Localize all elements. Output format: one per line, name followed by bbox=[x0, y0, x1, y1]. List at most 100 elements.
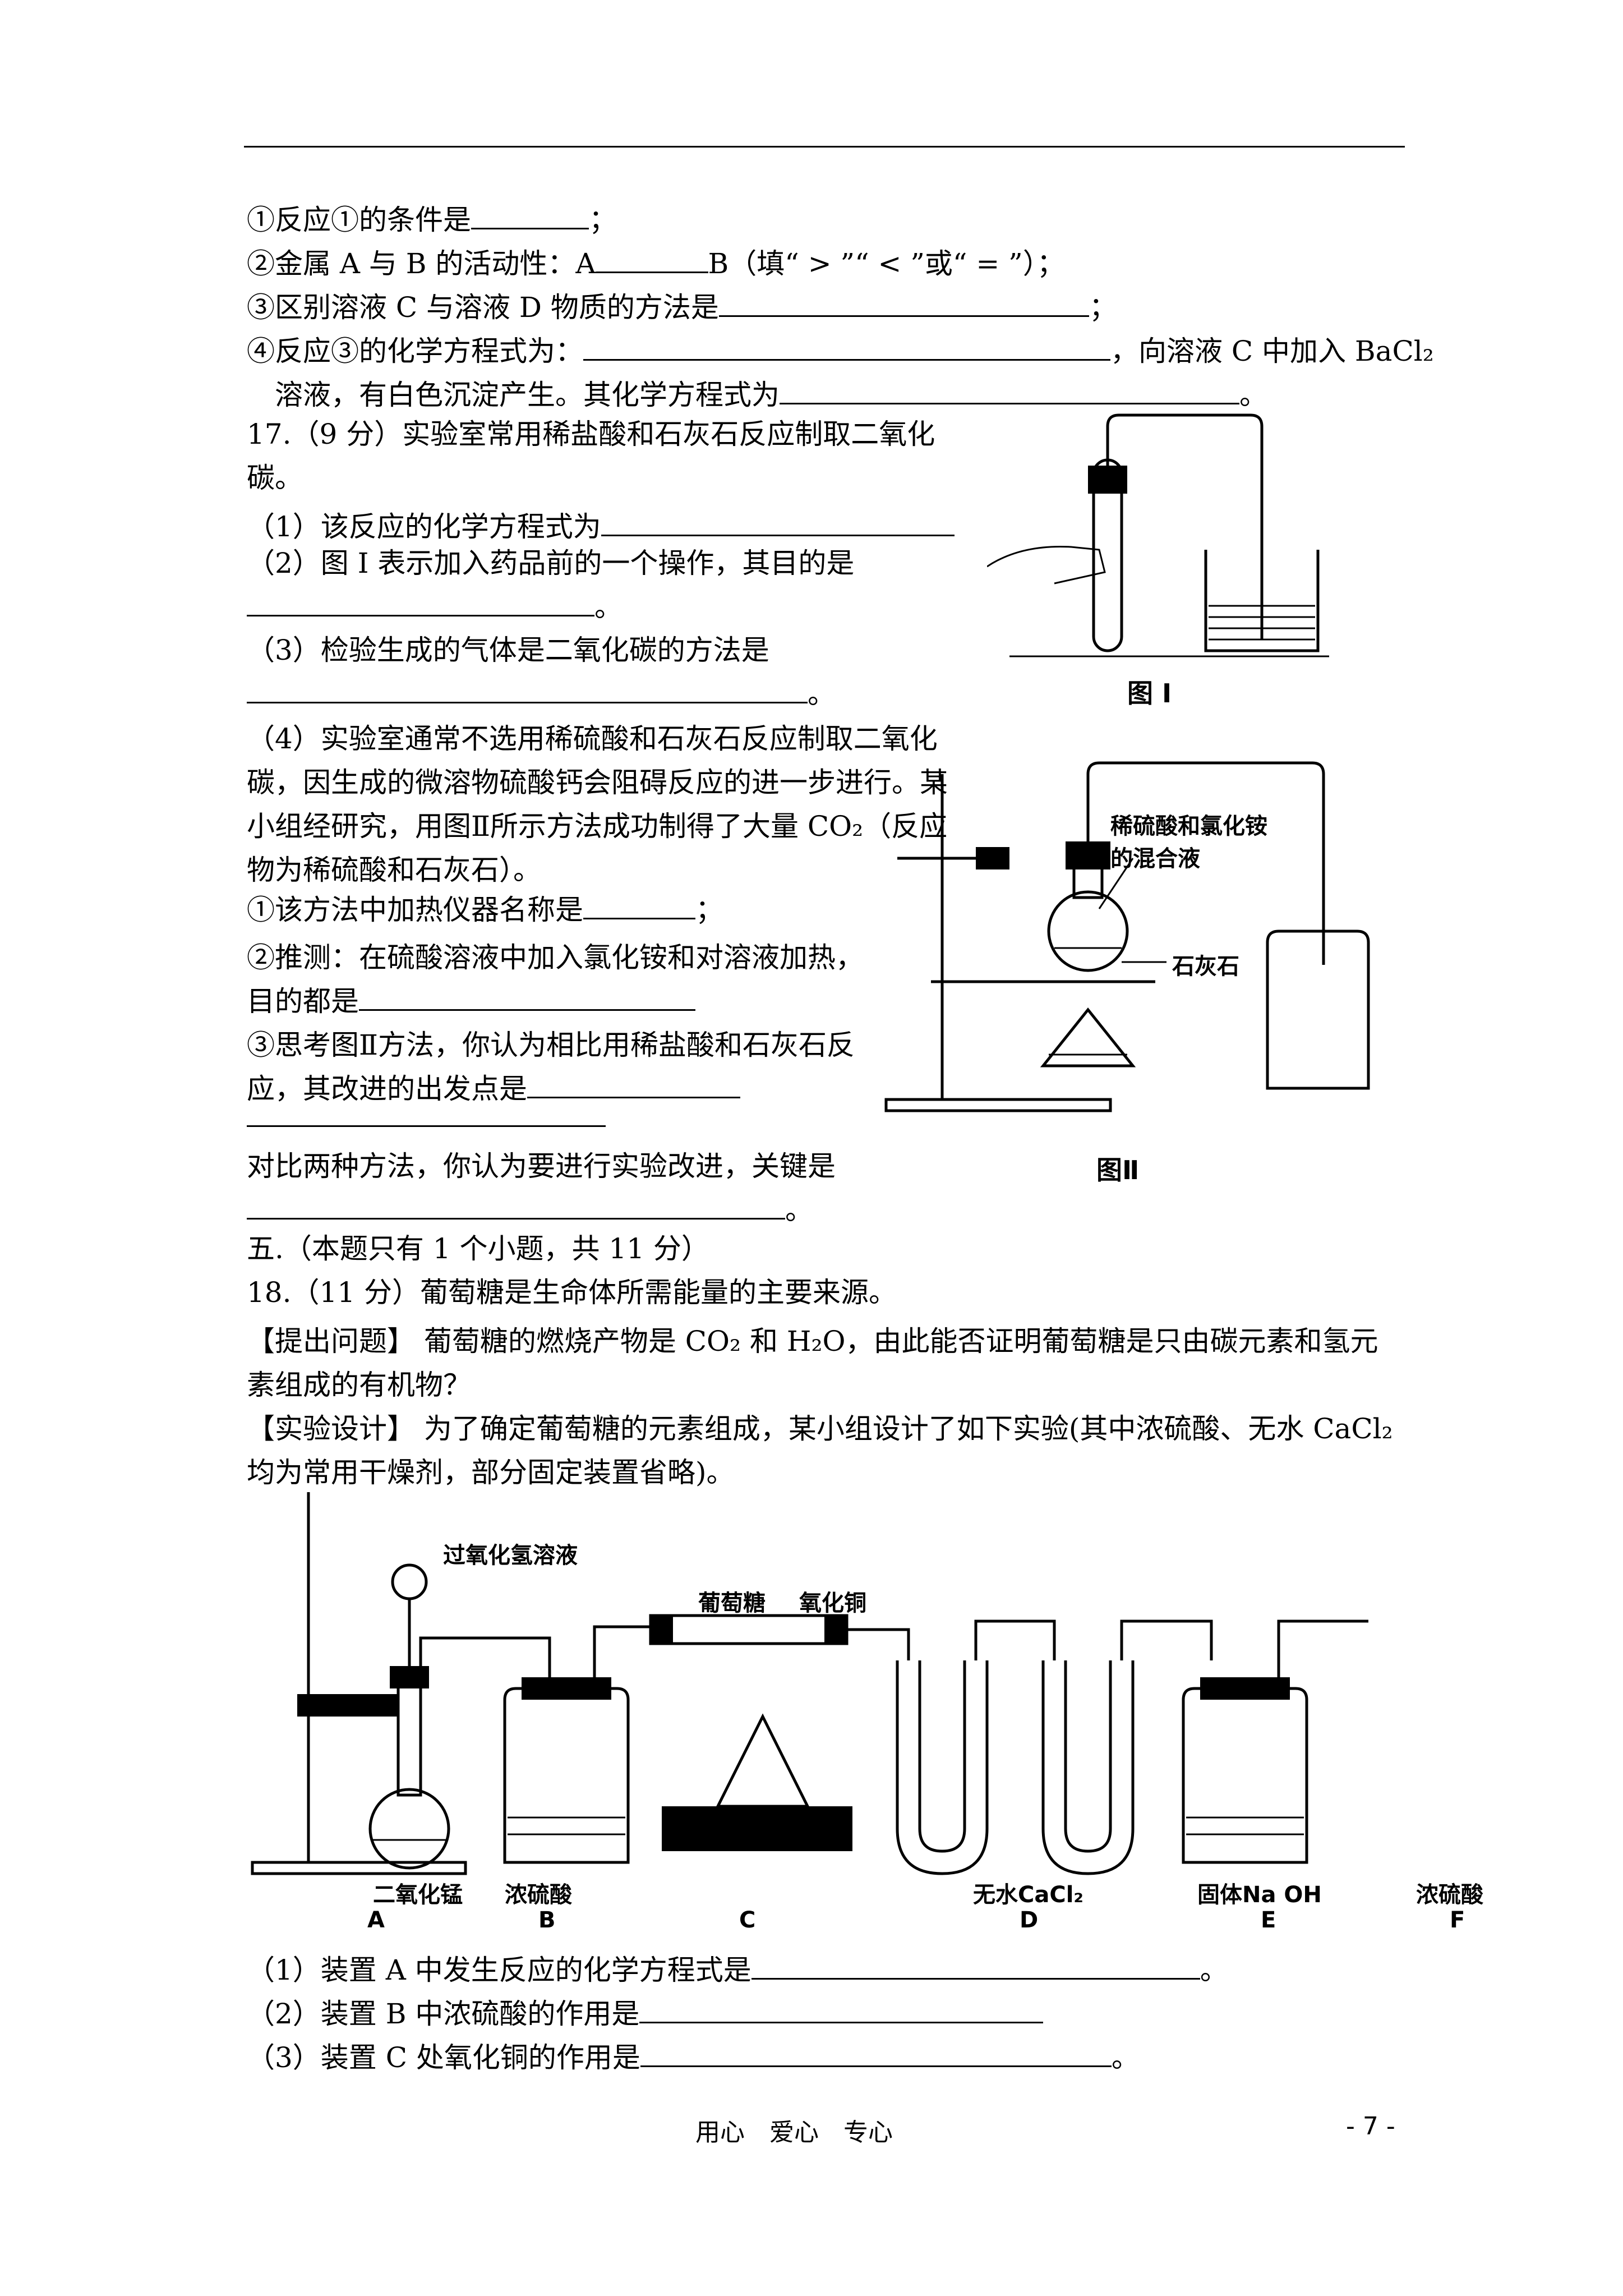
figure-2-mix-label: 稀硫酸和氯化铵的混合液 bbox=[1110, 813, 1267, 872]
letter-a: A bbox=[367, 1907, 385, 1933]
a-flask bbox=[368, 1788, 450, 1870]
alcohol-lamp bbox=[1040, 1007, 1136, 1068]
q16-text: ①反应①的条件是 bbox=[247, 204, 471, 236]
e-u-tube bbox=[1041, 1660, 1135, 1875]
round-bottom-flask bbox=[1047, 890, 1129, 972]
q17-sub1: ①该方法中加热仪器名称是； bbox=[247, 892, 723, 927]
letter-c: C bbox=[739, 1907, 756, 1933]
q17-sub3: ③思考图Ⅱ方法，你认为相比用稀盐酸和石灰石反应，其改进的出发点是 bbox=[247, 1029, 855, 1105]
answer-blank[interactable] bbox=[359, 983, 695, 1011]
figure-2-apparatus bbox=[884, 761, 1370, 1112]
c-left-plug bbox=[651, 1616, 673, 1644]
a-stand-base bbox=[251, 1861, 467, 1875]
d-u-tube bbox=[896, 1660, 989, 1875]
c-block bbox=[662, 1806, 852, 1851]
f-outlet-tube bbox=[1277, 1619, 1368, 1677]
answer-blank[interactable] bbox=[780, 377, 1239, 404]
f-label: 浓硫酸 bbox=[1416, 1882, 1483, 1908]
letter-f: F bbox=[1450, 1907, 1465, 1933]
gas-collection-bottle bbox=[1266, 930, 1370, 1090]
answer-blank[interactable] bbox=[471, 202, 589, 229]
answer-blank[interactable] bbox=[527, 1071, 740, 1098]
f-stopper bbox=[1200, 1677, 1290, 1700]
q18-apparatus-figure bbox=[251, 1492, 1368, 1875]
q17-part4: （4）实验室通常不选用稀硫酸和石灰石反应制取二氧化碳，因生成的微溶物硫酸钙会阻碍… bbox=[247, 723, 948, 886]
figure-1-apparatus bbox=[987, 413, 1329, 657]
q17-sub2: ②推测：在硫酸溶液中加入氯化铵和对溶液加热，目的都是 bbox=[247, 941, 864, 1018]
section-5-title: 五.（本题只有 1 个小题，共 11 分） bbox=[247, 1232, 709, 1265]
q18-part1: （1）装置 A 中发生反应的化学方程式是。 bbox=[247, 1952, 1228, 1987]
e-to-f-tube bbox=[1120, 1619, 1213, 1660]
q18-question: 【提出问题】 葡萄糖的燃烧产物是 CO₂ 和 H₂O，由此能否证明葡萄糖是只由碳… bbox=[247, 1325, 1378, 1401]
f-bottle bbox=[1182, 1687, 1308, 1864]
b-liquid bbox=[508, 1816, 625, 1835]
c-lamp bbox=[715, 1713, 810, 1808]
q17-part3: （3）检验生成的气体是二氧化碳的方法是。 bbox=[247, 634, 836, 710]
c-combustion-tube bbox=[649, 1614, 849, 1645]
c-right-plug bbox=[824, 1616, 847, 1644]
e-label: 固体Na OH bbox=[1197, 1882, 1322, 1908]
a-to-b-tube bbox=[419, 1636, 551, 1683]
c-to-d-tube bbox=[847, 1628, 910, 1660]
letter-b: B bbox=[538, 1907, 556, 1933]
figure-2-stone-label: 石灰石 bbox=[1172, 954, 1239, 979]
mix-pointer bbox=[1098, 858, 1134, 909]
delivery-tube-2 bbox=[1086, 761, 1325, 965]
iron-stand-base bbox=[884, 1098, 1112, 1112]
q16-line-4: ④反应③的化学方程式为：，向溶液 C 中加入 BaCl₂ bbox=[247, 333, 1434, 368]
q17-intro: 17.（9 分）实验室常用稀盐酸和石灰石反应制取二氧化碳。 bbox=[247, 418, 935, 494]
answer-blank[interactable] bbox=[247, 589, 594, 616]
letter-d: D bbox=[1020, 1907, 1039, 1933]
f-liquid bbox=[1186, 1816, 1304, 1835]
q16-line-3: ③区别溶液 C 与溶液 D 物质的方法是； bbox=[247, 289, 1117, 324]
answer-blank[interactable] bbox=[601, 509, 955, 536]
h2o2-label: 过氧化氢溶液 bbox=[443, 1543, 578, 1568]
answer-blank[interactable] bbox=[247, 1099, 606, 1127]
answer-blank[interactable] bbox=[596, 246, 708, 273]
b-to-c-tube bbox=[593, 1625, 651, 1677]
answer-blank[interactable] bbox=[640, 2040, 1112, 2067]
glucose-label: 葡萄糖 bbox=[698, 1590, 766, 1616]
clamp bbox=[976, 847, 1009, 869]
q16-line-5: 溶液，有白色沉淀产生。其化学方程式为。 bbox=[275, 377, 1267, 412]
d-to-e-tube bbox=[974, 1619, 1056, 1660]
answer-blank[interactable] bbox=[583, 333, 1110, 361]
q17-part2: （2）图 I 表示加入药品前的一个操作，其目的是。 bbox=[247, 547, 855, 623]
a-flask-neck bbox=[396, 1670, 422, 1797]
q17-sub4: 对比两种方法，你认为要进行实验改进，关键是。 bbox=[247, 1150, 836, 1226]
figure-1-label: 图 I bbox=[1127, 678, 1172, 708]
footer-motto: 用心 爱心 专心 bbox=[695, 2118, 893, 2147]
q18-design: 【实验设计】 为了确定葡萄糖的元素组成，某小组设计了如下实验(其中浓硫酸、无水 … bbox=[247, 1412, 1393, 1489]
q17-part1: （1）该反应的化学方程式为 bbox=[247, 509, 955, 544]
answer-blank[interactable] bbox=[718, 289, 1089, 317]
e-u-tube-inner bbox=[1064, 1660, 1112, 1853]
d-u-tube-inner bbox=[918, 1660, 966, 1853]
figure-2-label: 图Ⅱ bbox=[1096, 1155, 1140, 1185]
answer-blank[interactable] bbox=[751, 1952, 1200, 1980]
letter-e: E bbox=[1261, 1907, 1276, 1933]
a-dropping-funnel bbox=[391, 1563, 428, 1600]
q18-intro: 18.（11 分）葡萄糖是生命体所需能量的主要来源。 bbox=[247, 1276, 897, 1309]
q18-part2: （2）装置 B 中浓硫酸的作用是 bbox=[247, 1996, 1044, 2031]
header-rule bbox=[244, 146, 1405, 148]
beaker bbox=[1204, 550, 1320, 652]
b-stopper bbox=[522, 1677, 611, 1700]
b-label: 浓硫酸 bbox=[505, 1882, 572, 1908]
beaker-water bbox=[1209, 605, 1315, 641]
answer-blank[interactable] bbox=[247, 676, 808, 703]
q16-line-1: ①反应①的条件是； bbox=[247, 202, 617, 237]
d-label: 无水CaCl₂ bbox=[973, 1882, 1083, 1908]
stopper bbox=[1088, 466, 1127, 494]
a-clamp bbox=[297, 1694, 398, 1717]
delivery-tube bbox=[1106, 413, 1264, 639]
hand-outline bbox=[987, 545, 1106, 585]
flask-stopper bbox=[1066, 841, 1110, 869]
page-number: - 7 - bbox=[1346, 2112, 1395, 2141]
q18-part3: （3）装置 C 处氧化铜的作用是。 bbox=[247, 2040, 1140, 2074]
a-mno2-label: 二氧化锰 bbox=[373, 1882, 463, 1908]
answer-blank[interactable] bbox=[247, 1192, 785, 1220]
answer-blank[interactable] bbox=[583, 892, 695, 919]
b-bottle bbox=[503, 1687, 630, 1864]
answer-blank[interactable] bbox=[639, 1996, 1044, 2023]
